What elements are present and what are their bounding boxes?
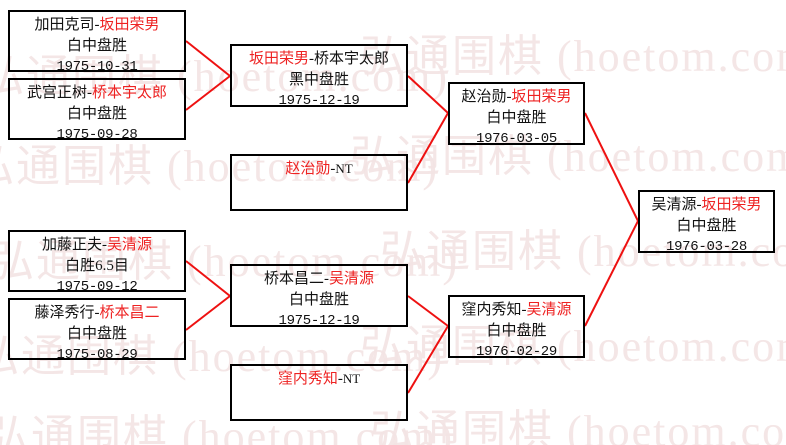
match-box-m9[interactable]: 赵治勋-坂田荣男 白中盘胜 1976-03-05	[448, 82, 585, 147]
connector-m2-m5	[185, 75, 231, 111]
match-box-m11[interactable]: 吴清源-坂田荣男 白中盘胜 1976-03-28	[638, 190, 775, 255]
match-result: 白胜6.5目	[65, 258, 129, 275]
match-box-m5[interactable]: 坂田荣男-桥本宇太郎 黑中盘胜 1975-12-19	[230, 44, 408, 109]
separator-dash: -	[506, 89, 512, 105]
match-date: 1975-08-29	[56, 346, 138, 363]
bye-label: NT	[342, 371, 361, 386]
player-right: 坂田荣男	[701, 197, 762, 213]
match-date: 1975-12-19	[278, 92, 360, 109]
match-date: 1975-09-28	[56, 126, 138, 143]
connector-m8-m10	[407, 325, 449, 394]
bye-label: NT	[335, 161, 353, 176]
separator-dash: -	[696, 197, 702, 213]
match-date: 1976-03-28	[665, 238, 747, 255]
player-left: 加田克司	[34, 17, 95, 33]
match-date: 1975-12-19	[278, 312, 360, 329]
match-date: 1975-09-12	[56, 278, 138, 295]
match-box-m10[interactable]: 窪内秀知-吴清源 白中盘胜 1976-02-29	[448, 295, 585, 360]
match-result: 白中盘胜	[66, 38, 127, 55]
match-result: 白中盘胜	[676, 218, 737, 235]
match-result: 黑中盘胜	[288, 72, 349, 89]
match-players: 加藤正夫-吴清源	[10, 235, 184, 256]
player-right: 桥本宇太郎	[314, 51, 390, 67]
separator-dash: -	[102, 237, 107, 253]
player-left: 桥本昌二	[263, 271, 324, 287]
player-right: 吴清源	[107, 237, 153, 253]
player-left: 藤泽秀行	[34, 305, 95, 321]
match-players: 赵治勋-坂田荣男	[450, 87, 583, 108]
match-date: 1975-10-31	[56, 58, 138, 75]
match-players: 窪内秀知-NT	[232, 369, 406, 390]
match-date: 1976-02-29	[475, 343, 557, 360]
player-left: 窪内秀知	[461, 302, 522, 318]
match-players: 桥本昌二-吴清源	[232, 269, 406, 290]
match-result: 白中盘胜	[486, 110, 547, 127]
player-left: 窪内秀知	[277, 371, 338, 387]
match-players: 坂田荣男-桥本宇太郎	[232, 49, 406, 70]
player-right: 坂田荣男	[99, 17, 160, 33]
match-date: 1976-03-05	[475, 130, 557, 147]
match-players: 加田克司-坂田荣男	[10, 15, 184, 36]
match-players: 藤泽秀行-桥本昌二	[10, 303, 184, 324]
connector-m9-m11	[584, 112, 639, 222]
match-players: 武宫正树-桥本宇太郎	[10, 83, 184, 104]
player-right: 吴清源	[329, 271, 375, 287]
player-left: 坂田荣男	[248, 51, 309, 67]
match-result: 白中盘胜	[288, 292, 349, 309]
separator-dash: -	[337, 371, 343, 387]
match-box-m7[interactable]: 桥本昌二-吴清源 白中盘胜 1975-12-19	[230, 264, 408, 329]
match-result: 白中盘胜	[66, 106, 127, 123]
player-right: 坂田荣男	[511, 89, 572, 105]
match-box-m2[interactable]: 武宫正树-桥本宇太郎 白中盘胜 1975-09-28	[8, 78, 186, 143]
match-players: 吴清源-坂田荣男	[640, 195, 773, 216]
connector-m1-m5	[185, 40, 231, 77]
connector-m10-m11	[584, 220, 639, 327]
match-players: 窪内秀知-吴清源	[450, 300, 583, 321]
match-box-m4[interactable]: 藤泽秀行-桥本昌二 白中盘胜 1975-08-29	[8, 298, 186, 363]
player-left: 赵治勋	[461, 89, 507, 105]
separator-dash: -	[94, 305, 100, 321]
separator-dash: -	[521, 302, 527, 318]
match-box-m6[interactable]: 赵治勋-NT	[230, 154, 408, 211]
separator-dash: -	[87, 85, 92, 101]
match-box-m8[interactable]: 窪内秀知-NT	[230, 364, 408, 421]
connector-m3-m7	[185, 260, 231, 297]
player-left: 武宫正树	[26, 85, 87, 101]
watermark-text: 弘通围棋 (hoetom.com)	[370, 407, 786, 445]
watermark-text: 弘通围棋 (hoetom.com)	[360, 32, 786, 81]
connector-m5-m9	[407, 75, 449, 114]
connector-m7-m10	[407, 295, 449, 327]
player-right: 桥本昌二	[99, 305, 160, 321]
separator-dash: -	[309, 51, 314, 67]
match-result: 白中盘胜	[486, 323, 547, 340]
player-left: 吴清源	[651, 197, 697, 213]
separator-dash: -	[94, 17, 100, 33]
match-box-m3[interactable]: 加藤正夫-吴清源 白胜6.5目 1975-09-12	[8, 230, 186, 295]
match-result: 白中盘胜	[66, 326, 127, 343]
player-left: 加藤正夫	[41, 237, 102, 253]
player-right: 桥本宇太郎	[92, 85, 168, 101]
player-left: 赵治勋	[285, 161, 331, 177]
match-box-m1[interactable]: 加田克司-坂田荣男 白中盘胜 1975-10-31	[8, 10, 186, 75]
separator-dash: -	[330, 161, 336, 177]
player-right: 吴清源	[526, 302, 572, 318]
match-players: 赵治勋-NT	[232, 159, 406, 180]
connector-m6-m9	[407, 112, 449, 184]
separator-dash: -	[324, 271, 329, 287]
connector-m4-m7	[185, 295, 231, 331]
